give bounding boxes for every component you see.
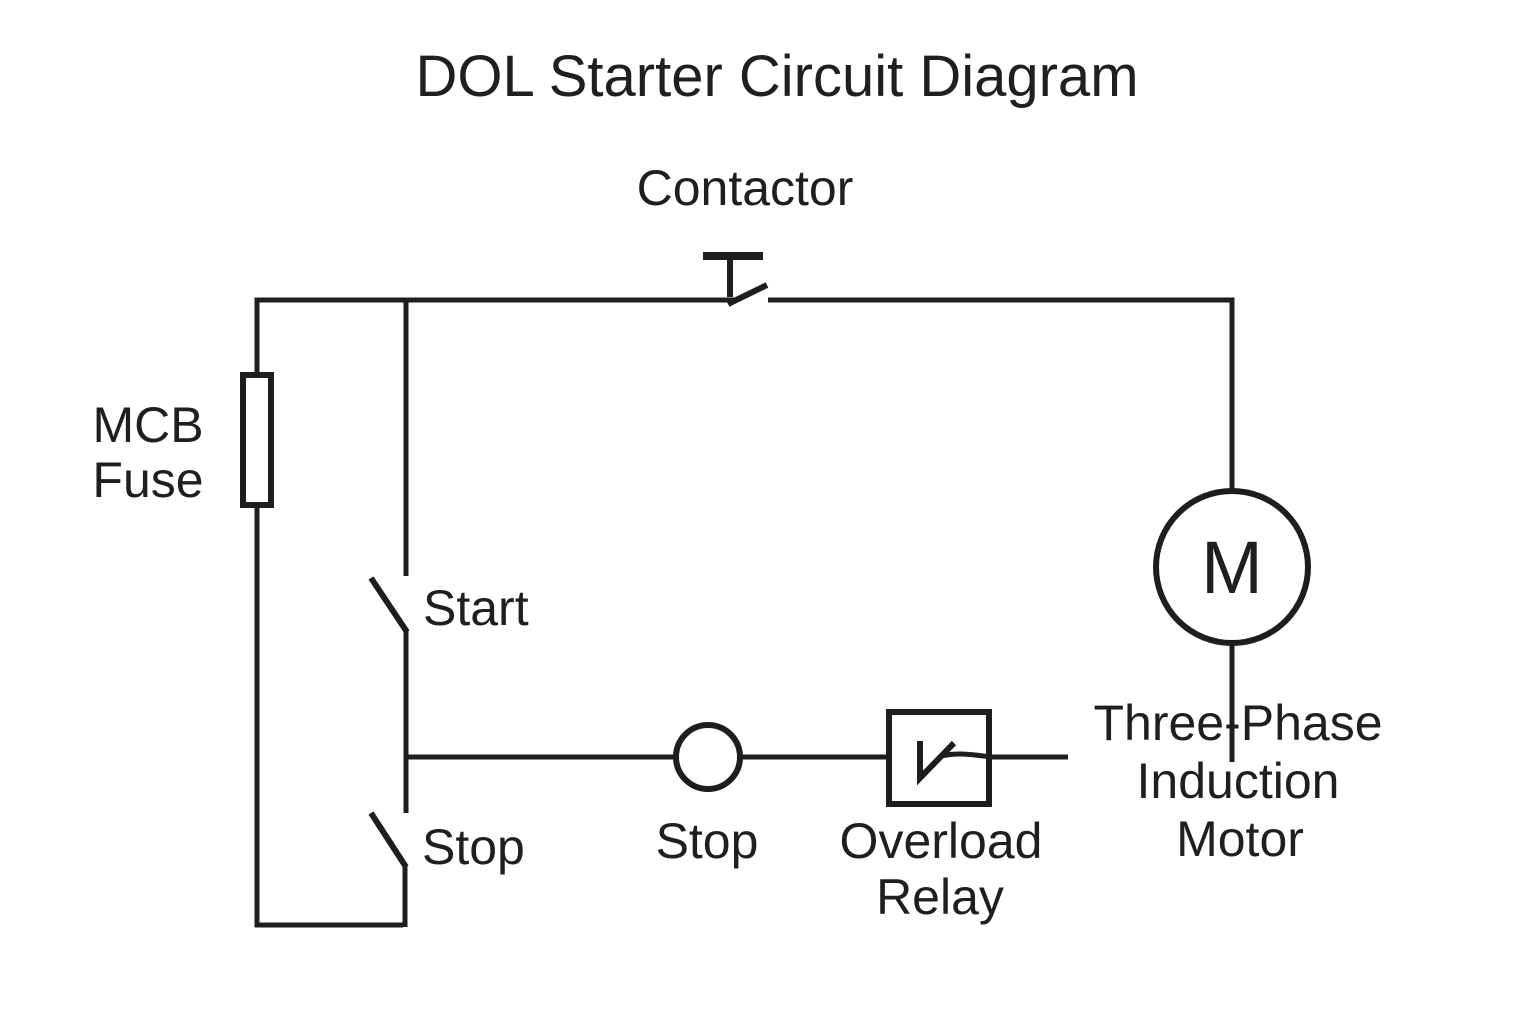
overload-relay-label-line1: Overload bbox=[840, 813, 1043, 869]
overload-relay-label-line2: Relay bbox=[876, 869, 1004, 925]
mcb-fuse-label-line2: Fuse bbox=[92, 452, 203, 508]
motor-letter: M bbox=[1201, 526, 1263, 609]
diagram-title: DOL Starter Circuit Diagram bbox=[415, 44, 1138, 109]
wires bbox=[254, 297, 1235, 928]
wire-top-left bbox=[254, 297, 735, 373]
start-switch-blade bbox=[368, 576, 410, 634]
mcb-fuse-label: MCB Fuse bbox=[92, 397, 203, 508]
stop-button-symbol bbox=[673, 722, 743, 792]
contactor-label: Contactor bbox=[637, 160, 854, 216]
motor-label-line1: Three-Phase bbox=[1093, 695, 1382, 751]
contactor-blade bbox=[726, 282, 769, 307]
wire-left-bottom bbox=[254, 505, 403, 928]
motor-circle bbox=[1153, 488, 1311, 646]
overload-relay-contact-tail bbox=[940, 751, 992, 760]
motor-label-line2: Induction bbox=[1137, 753, 1340, 809]
motor-symbol: M bbox=[1153, 488, 1311, 646]
mcb-fuse-label-line1: MCB bbox=[92, 397, 203, 453]
overload-relay-label: Overload Relay bbox=[840, 813, 1043, 925]
contactor-symbol bbox=[703, 252, 769, 307]
start-switch-label: Start bbox=[423, 580, 529, 636]
motor-label-line3: Motor bbox=[1176, 811, 1304, 867]
stop-switch-blade bbox=[368, 811, 409, 869]
stop-button-label: Stop bbox=[656, 813, 759, 869]
overload-relay-symbol bbox=[886, 709, 992, 807]
wire-top-right bbox=[768, 297, 1235, 492]
stop-switch-label: Stop bbox=[422, 819, 525, 875]
motor-label: Three-Phase Induction Motor bbox=[1093, 695, 1382, 867]
mcb-fuse-symbol bbox=[240, 372, 274, 508]
